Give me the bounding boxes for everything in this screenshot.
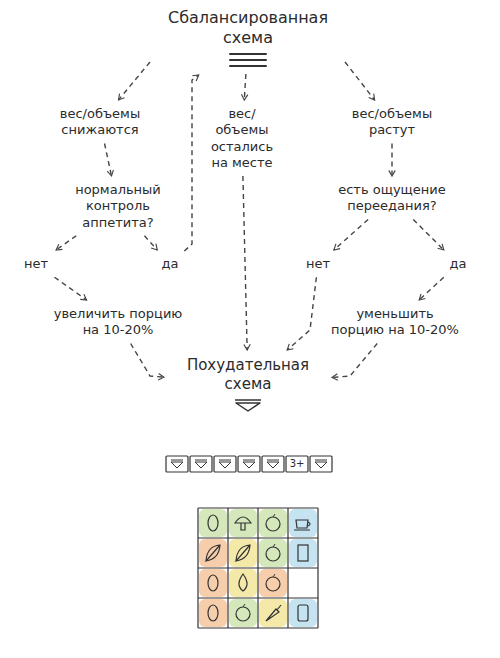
dashed-arrow xyxy=(419,277,444,300)
portion-count: 3+ xyxy=(286,457,308,471)
scheme-title: Похудательная схема xyxy=(168,354,328,415)
node-text: есть ощущение переедания? xyxy=(331,182,453,215)
dashed-arrow xyxy=(144,236,157,250)
state-label: вес/объемы снижаются xyxy=(45,104,155,141)
scheme-title: Сбалансированная схема xyxy=(143,6,353,71)
question-label: есть ощущение переедания? xyxy=(327,180,457,217)
state-label: вес/объемы остались на месте xyxy=(199,104,285,173)
dashed-arrow xyxy=(184,75,198,251)
node-text: да xyxy=(450,256,467,272)
dashed-arrow xyxy=(105,144,112,177)
node-text: вес/объемы остались на месте xyxy=(203,106,281,171)
answer-label: нет xyxy=(20,254,52,274)
food-grid xyxy=(198,508,318,628)
node-text: Похудательная схема xyxy=(172,356,324,394)
node-text: Сбалансированная схема xyxy=(147,8,349,48)
action-label: увеличить порцию на 10-20% xyxy=(48,304,188,341)
node-text: вес/объемы снижаются xyxy=(49,106,151,139)
answer-label: нет xyxy=(302,254,334,274)
node-text: нет xyxy=(306,256,330,272)
dashed-arrow xyxy=(243,176,247,350)
dashed-arrow xyxy=(56,236,76,250)
dashed-arrow xyxy=(55,277,87,300)
node-text: вес/объемы растут xyxy=(341,106,443,139)
node-text: да xyxy=(162,256,179,272)
dashed-arrow xyxy=(334,220,368,251)
node-text: увеличить порцию на 10-20% xyxy=(52,306,184,339)
node-text: нет xyxy=(24,256,48,272)
portion-row xyxy=(166,456,332,472)
dashed-arrow xyxy=(131,344,164,378)
dashed-arrow xyxy=(413,220,444,251)
answer-label: да xyxy=(158,254,183,274)
scheme-icon xyxy=(228,51,268,69)
state-label: вес/объемы растут xyxy=(337,104,447,141)
node-text: нормальный контроль аппетита? xyxy=(57,182,179,231)
answer-label: да xyxy=(446,254,471,274)
dashed-arrow xyxy=(391,144,392,177)
action-label: уменьшить порцию на 10-20% xyxy=(325,304,465,341)
dashed-arrow xyxy=(332,344,377,378)
dashed-arrow xyxy=(345,62,375,100)
dashed-arrow xyxy=(244,74,246,100)
question-label: нормальный контроль аппетита? xyxy=(53,180,183,233)
node-text: уменьшить порцию на 10-20% xyxy=(329,306,461,339)
dashed-arrow xyxy=(118,62,150,100)
dashed-arrow xyxy=(287,277,316,350)
scheme-icon xyxy=(233,397,263,413)
